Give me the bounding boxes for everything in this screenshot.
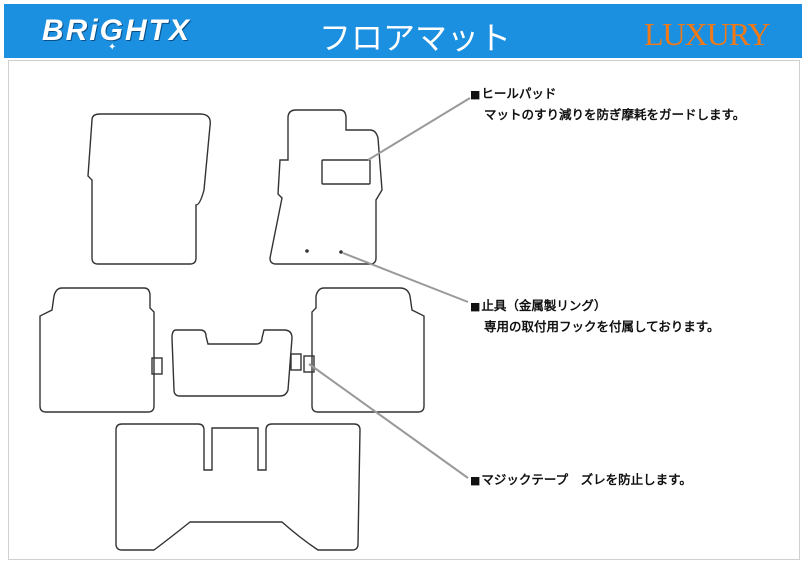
sparkle-icon: ✦ [108, 42, 117, 53]
bullet-mark: ■ [470, 300, 481, 313]
heel-pad [321, 159, 371, 185]
leader-ring [342, 252, 469, 303]
rear-left-mat [39, 287, 155, 413]
bullet-mark: ■ [470, 88, 481, 101]
rear-right-mat [311, 287, 425, 413]
page-title: フロアマット [319, 19, 512, 57]
callout-heel-pad-desc: マットのすり減りを防ぎ摩耗をガードします。 [484, 107, 746, 122]
bullet-mark: ■ [470, 474, 481, 487]
callout-ring-title: 止具（金属製リング） [481, 298, 607, 313]
callout-ring-desc: 専用の取付用フックを付属しております。 [484, 319, 720, 334]
velcro-tab-right [303, 355, 315, 373]
passenger-front-mat [87, 113, 211, 265]
callout-velcro-title: マジックテープ ズレを防止します。 [481, 472, 692, 487]
tunnel-mat [171, 329, 293, 397]
content-frame [8, 60, 800, 560]
grade-label: LUXURY [644, 16, 771, 52]
header-bar: BRiGHTX ✦ フロアマット LUXURY [4, 4, 802, 58]
callout-heel-pad-title: ヒールパッド [481, 86, 557, 101]
callout-velcro: ■マジックテープ ズレを防止します。 [470, 470, 692, 491]
leader-heel-pad [367, 97, 471, 161]
callout-heel-pad: ■ヒールパッド マットのすり減りを防ぎ摩耗をガードします。 [470, 84, 745, 125]
callout-ring: ■止具（金属製リング） 専用の取付用フックを付属しております。 [470, 296, 720, 337]
ring-left [305, 249, 309, 253]
velcro-tab-left [151, 357, 163, 375]
third-row-mat [115, 423, 361, 551]
driver-front-mat [269, 109, 383, 265]
ring-right [339, 250, 343, 254]
velcro-tab-mid [290, 353, 302, 371]
brand-logo: BRiGHTX [42, 14, 191, 47]
leader-velcro [308, 363, 469, 479]
